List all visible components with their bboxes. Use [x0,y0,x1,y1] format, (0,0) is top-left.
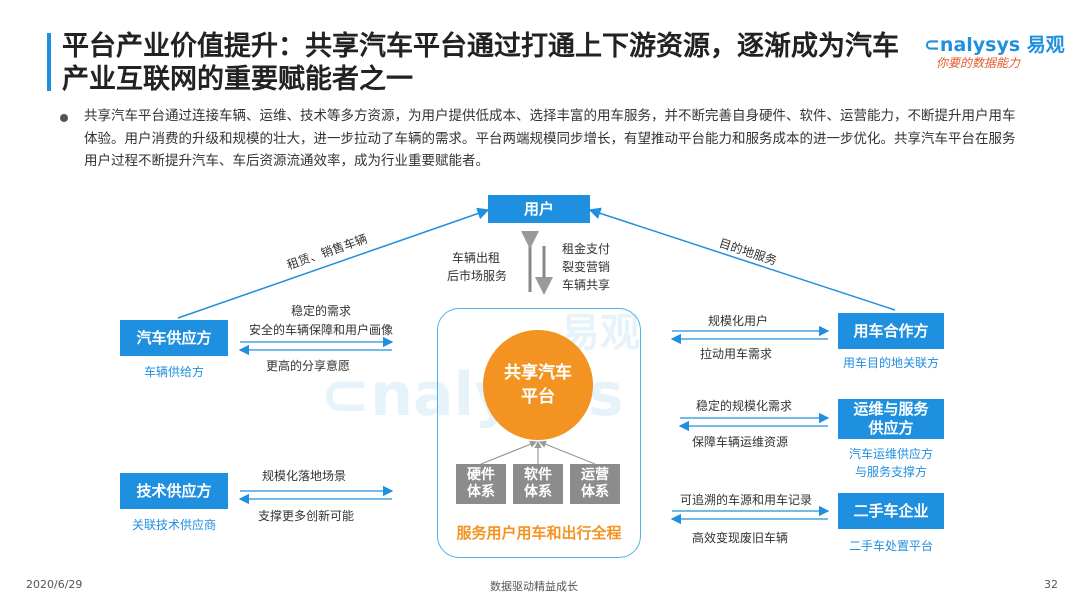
node-tech-supplier-sub: 关联技术供应商 [131,518,216,532]
brand-logo: ⊂nalysys 易观 你要的数据能力 [924,30,1065,76]
logo-name: nalysys 易观 [939,34,1065,56]
logo-tagline: 你要的数据能力 [936,56,1021,70]
bullet-dot [60,114,68,122]
node-car-supplier: 汽车供应方 [120,320,228,356]
node-car-partner-sub: 用车目的地关联方 [842,356,939,370]
line-partner-to-user [588,207,896,311]
footer-date: 2020/6/29 [26,578,83,591]
node-ops-service-sub: 汽车运维供应方 与服务支撑方 [848,447,933,479]
label-aftermarket: 后市场服务 [447,269,508,283]
node-car-supplier-sub: 车辆供给方 [143,365,204,379]
node-tech-supplier: 技术供应方 [120,473,228,509]
platform-frame [437,308,641,558]
intro-paragraph: 共享汽车平台通过连接车辆、运维、技术等多方资源，为用户提供低成本、选择丰富的用车… [84,108,1016,169]
label-stable-demand: 稳定的需求 安全的车辆保障和用户画像 [248,304,393,337]
footer-slogan: 数据驱动精益成长 [490,580,578,593]
system-software-label: 软件体系 [524,467,552,500]
node-ops-service-label: 运维与服务供应方 [853,400,929,437]
system-hardware-label: 硬件体系 [467,467,495,500]
label-viral-marketing: 裂变营销 [562,260,611,274]
page-number: 32 [1044,578,1058,591]
page-title: 平台产业价值提升：共享汽车平台通过打通上下游资源，逐渐成为汽车产业互联网的重要赋… [62,31,899,95]
system-operations-label: 运营体系 [581,467,609,500]
label-stable-scale-demand: 稳定的规模化需求 [696,399,793,413]
system-software: 软件体系 [513,464,563,504]
system-hardware: 硬件体系 [456,464,506,504]
updown-arrows [521,231,553,295]
system-operations: 运营体系 [570,464,620,504]
label-drive-demand: 拉动用车需求 [700,347,773,361]
user-box: 用户 [488,195,590,223]
label-scale-scenarios: 规模化落地场景 [262,469,347,483]
title-accent-bar [47,33,51,91]
label-car-sharing: 车辆共享 [562,278,611,292]
node-ops-service: 运维与服务供应方 [838,399,944,439]
label-traceable-records: 可追溯的车源和用车记录 [680,493,813,507]
platform-circle: 共享汽车平台 [483,330,593,440]
system-connectors [480,440,596,465]
label-share-willingness: 更高的分享意愿 [266,359,351,373]
label-rent-payment: 租金支付 [562,242,611,256]
line-supply-to-user [177,207,490,319]
label-innovation: 支撑更多创新可能 [258,509,355,523]
platform-circle-label: 共享汽车平台 [504,363,572,407]
platform-caption: 服务用户用车和出行全程 [456,524,622,542]
node-car-partner: 用车合作方 [838,313,944,349]
logo-o-mark: ⊂ [924,34,940,56]
label-scale-users: 规模化用户 [708,314,769,328]
label-ops-resources: 保障车辆运维资源 [692,435,789,449]
node-used-car: 二手车企业 [838,493,944,529]
label-monetize-used: 高效变现废旧车辆 [692,531,789,545]
node-used-car-sub: 二手车处置平台 [848,539,933,553]
label-car-rental: 车辆出租 [452,251,501,265]
